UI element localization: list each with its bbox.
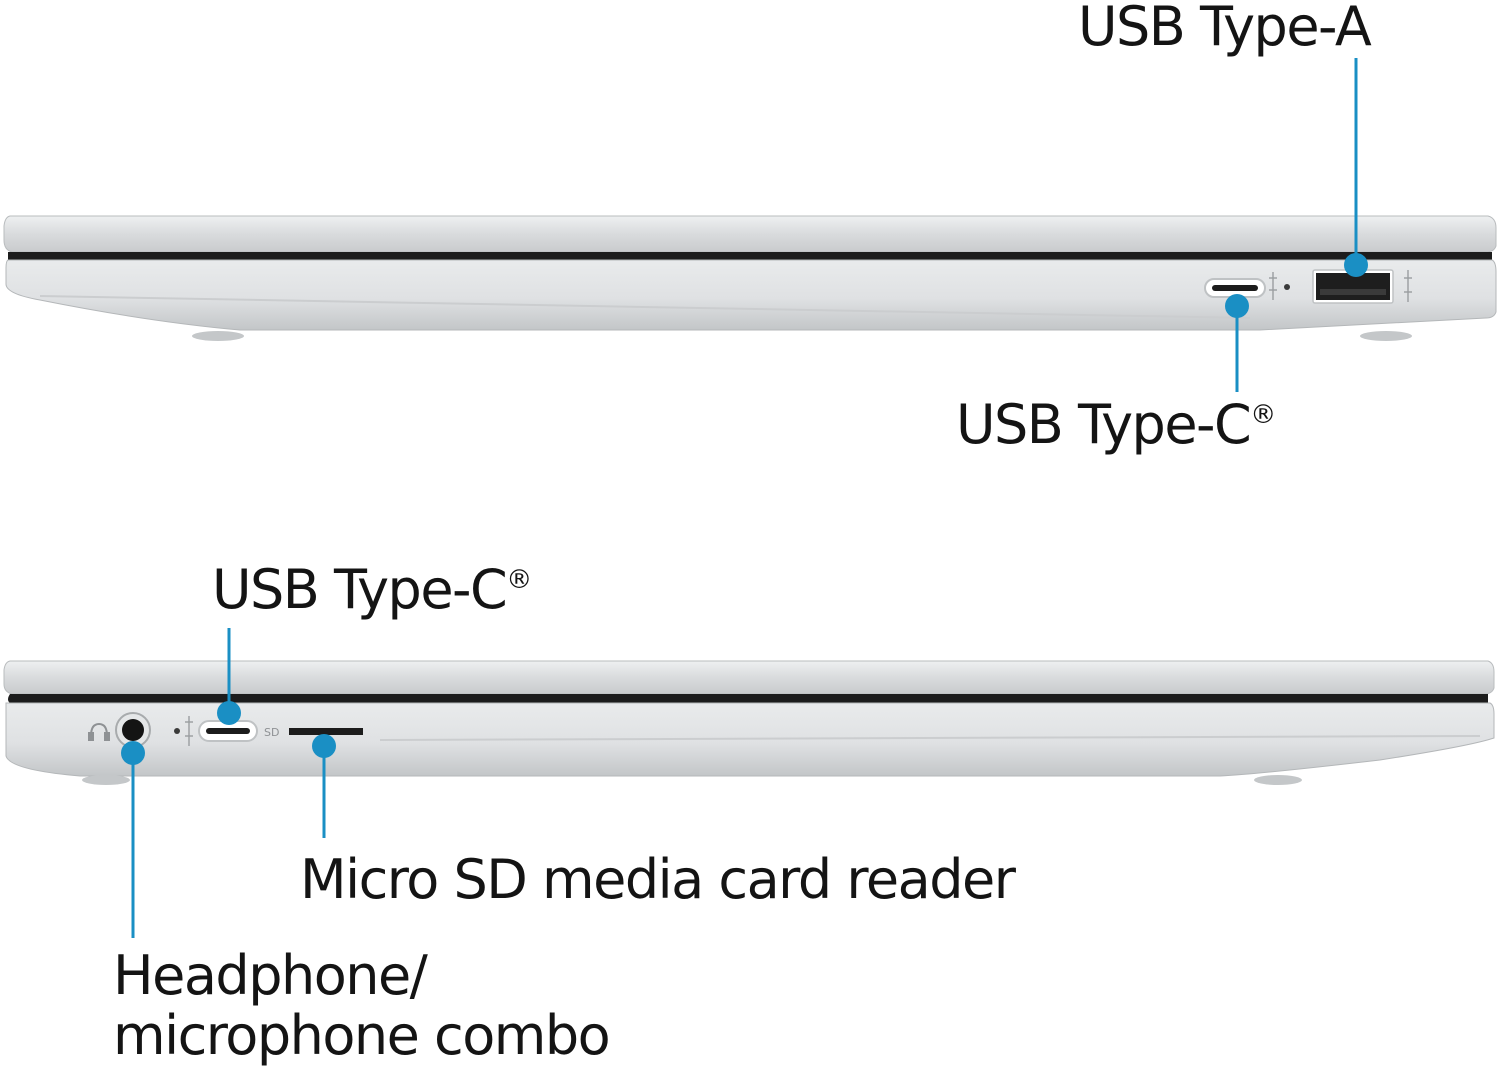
label-usb-type-a: USB Type-A — [1078, 0, 1372, 58]
lid-seam — [8, 694, 1488, 703]
label-microsd-reader: Micro SD media card reader — [300, 848, 1016, 911]
usb-ss-marking-icon — [185, 716, 193, 746]
label-headphone-mic-combo: Headphone/ microphone combo — [113, 944, 611, 1067]
sd-marking: SD — [264, 726, 279, 739]
laptop-right-side — [3, 215, 1497, 341]
usb-ss-charge-icon — [1404, 270, 1412, 302]
label-headphone-line2: microphone combo — [113, 1004, 611, 1067]
status-led — [1284, 284, 1290, 290]
callout-usb-c-right — [1225, 294, 1249, 392]
foot — [82, 775, 130, 785]
label-headphone-line1: Headphone/ — [113, 944, 428, 1007]
laptop-left-side: SD — [3, 660, 1495, 785]
status-led — [174, 728, 180, 734]
callout-microsd — [312, 734, 336, 838]
callout-usb-a — [1344, 58, 1368, 277]
callout-headphone — [121, 741, 145, 938]
label-usb-type-c-left: USB Type-C® — [212, 558, 533, 621]
foot — [1254, 775, 1302, 785]
base-body — [5, 259, 1497, 331]
lid-body — [3, 215, 1497, 253]
microsd-slot — [289, 728, 363, 735]
lid-seam — [8, 252, 1492, 260]
foot — [192, 331, 244, 341]
label-usb-type-c-right: USB Type-C® — [956, 393, 1277, 456]
headphone-icon — [88, 722, 110, 741]
usb-ss-marking-icon — [1269, 272, 1277, 300]
foot — [1360, 331, 1412, 341]
callout-usb-c-left — [217, 628, 241, 725]
